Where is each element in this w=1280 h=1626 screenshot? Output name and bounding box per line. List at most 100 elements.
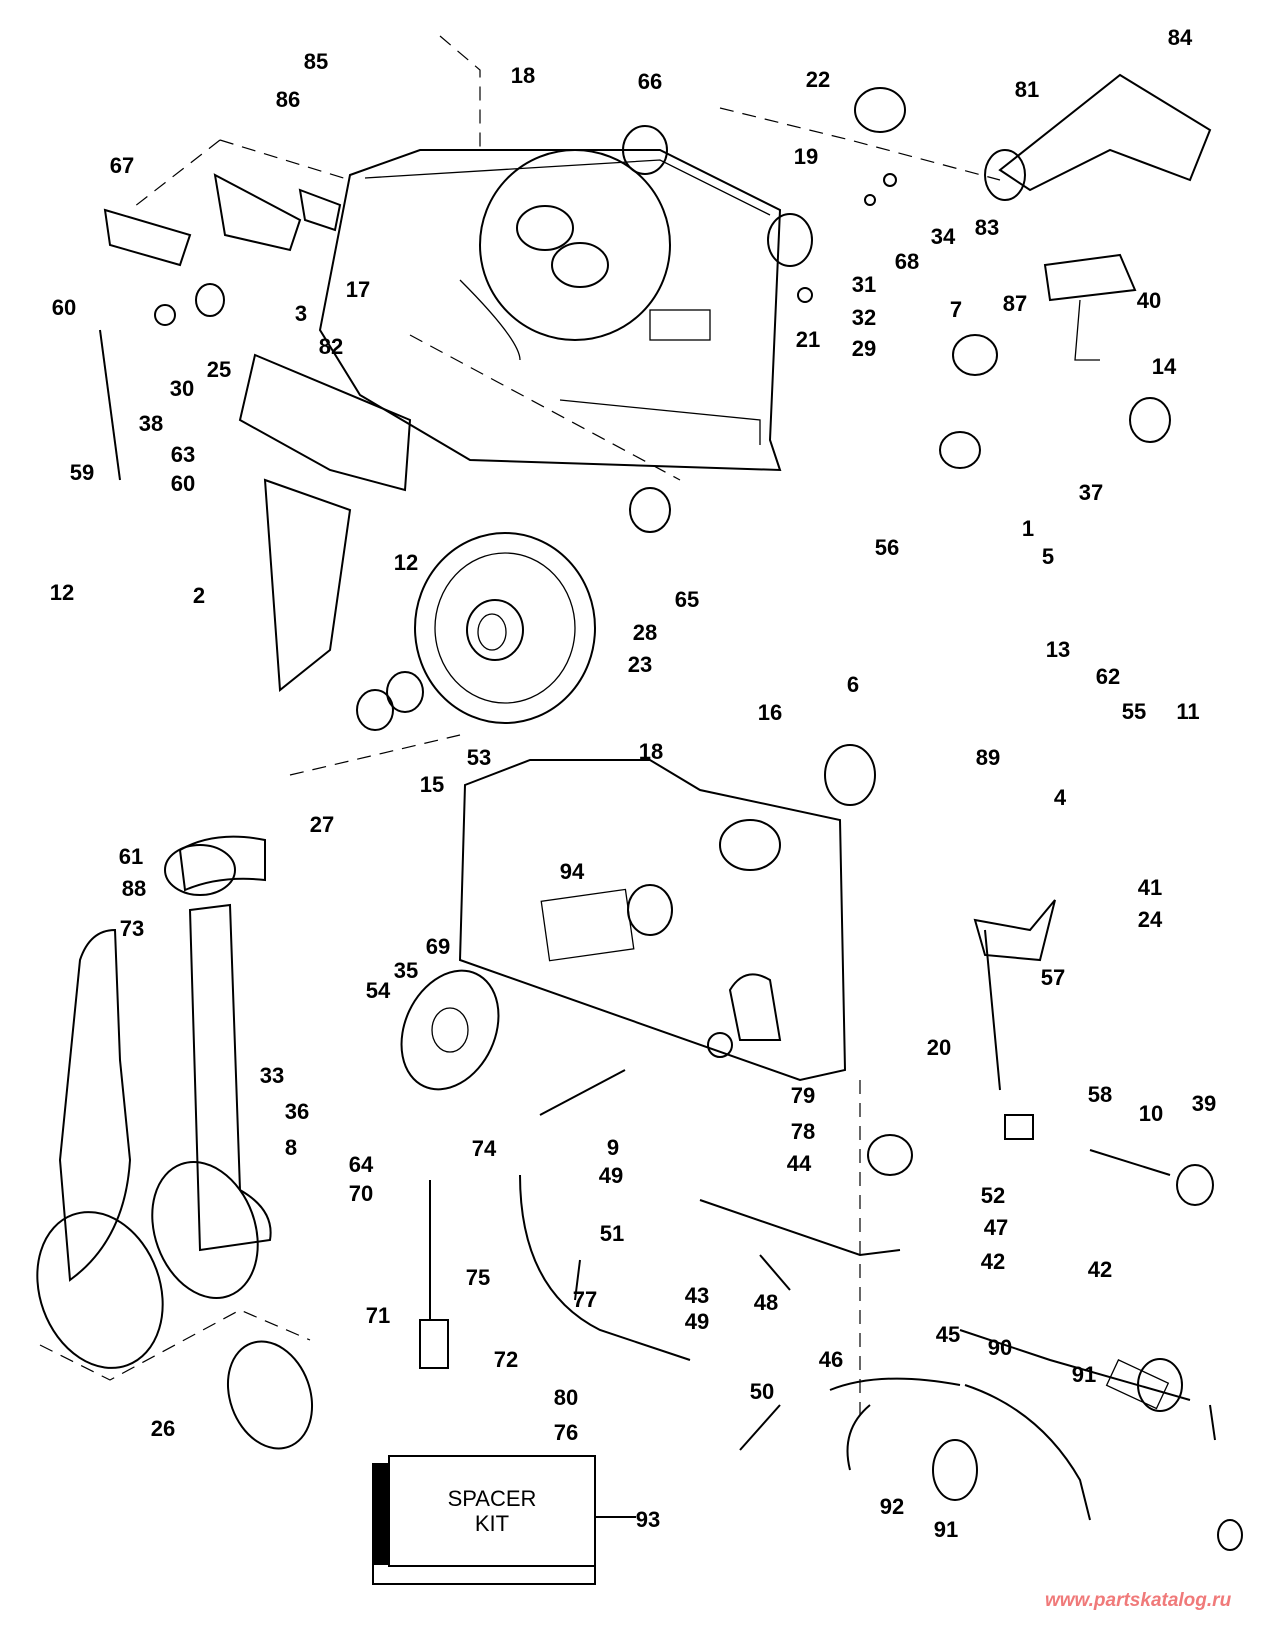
callout-24: 24: [1137, 907, 1163, 932]
callout-35: 35: [393, 958, 419, 983]
callout-72: 72: [493, 1347, 519, 1372]
callout-49: 49: [598, 1163, 624, 1188]
callout-56: 56: [874, 535, 900, 560]
callout-21: 21: [795, 327, 821, 352]
watermark-link[interactable]: www.partskatalog.ru: [1045, 1590, 1232, 1611]
callout-46: 46: [818, 1347, 844, 1372]
arm-and-bracket: [984, 73, 1212, 361]
callout-92: 92: [879, 1494, 905, 1519]
callout-48: 48: [753, 1290, 779, 1315]
spacer-kit-bottom: [372, 1565, 596, 1585]
callout-11: 11: [1176, 699, 1200, 724]
callout-18: 18: [638, 739, 664, 764]
spacer-kit-leader: [596, 1516, 636, 1518]
callout-13: 13: [1045, 637, 1071, 662]
callout-12: 12: [393, 550, 419, 575]
callout-36: 36: [284, 1099, 310, 1124]
small-parts: [99, 87, 1243, 1551]
callout-67: 67: [109, 153, 135, 178]
callout-74: 74: [471, 1136, 497, 1161]
callout-30: 30: [169, 376, 195, 401]
callout-49: 49: [684, 1309, 710, 1334]
callout-89: 89: [975, 745, 1001, 770]
spacer-kit-box: SPACER KIT: [372, 1455, 596, 1585]
lower-housing: [458, 759, 847, 1082]
callout-45: 45: [935, 1322, 961, 1347]
detent-plate: [400, 969, 500, 1091]
callout-69: 69: [425, 934, 451, 959]
callout-53: 53: [466, 745, 492, 770]
callout-23: 23: [627, 652, 653, 677]
callout-47: 47: [983, 1215, 1009, 1240]
callout-62: 62: [1095, 664, 1121, 689]
callout-27: 27: [309, 812, 335, 837]
callout-79: 79: [790, 1083, 816, 1108]
callout-66: 66: [637, 69, 663, 94]
callout-29: 29: [851, 336, 877, 361]
callout-19: 19: [793, 144, 819, 169]
callout-91: 91: [933, 1517, 959, 1542]
callout-10: 10: [1138, 1101, 1164, 1126]
callout-87: 87: [1002, 291, 1028, 316]
callout-60: 60: [170, 471, 196, 496]
callout-9: 9: [606, 1135, 620, 1160]
spacer-kit-line1: SPACER: [447, 1485, 537, 1511]
callout-44: 44: [786, 1151, 812, 1176]
callout-15: 15: [419, 772, 445, 797]
spacer-kit-front: SPACER KIT: [388, 1455, 596, 1567]
callout-38: 38: [138, 411, 164, 436]
callout-12: 12: [49, 580, 75, 605]
callout-76: 76: [553, 1420, 579, 1445]
callout-1: 1: [1021, 516, 1035, 541]
callout-70: 70: [348, 1181, 374, 1206]
callout-55: 55: [1121, 699, 1147, 724]
callout-63: 63: [170, 442, 196, 467]
callout-93: 93: [635, 1507, 661, 1532]
callout-86: 86: [275, 87, 301, 112]
callout-65: 65: [674, 587, 700, 612]
callout-84: 84: [1167, 25, 1193, 50]
callout-85: 85: [303, 49, 329, 74]
assembly-lines: [39, 35, 1001, 1420]
callout-59: 59: [69, 460, 95, 485]
upper-housing: [318, 149, 782, 472]
callout-68: 68: [894, 249, 920, 274]
callout-42: 42: [1087, 1257, 1113, 1282]
callout-20: 20: [926, 1035, 952, 1060]
callout-88: 88: [121, 876, 147, 901]
callout-2: 2: [192, 583, 206, 608]
callout-54: 54: [365, 978, 391, 1003]
callout-94: 94: [559, 859, 585, 884]
callout-58: 58: [1087, 1082, 1113, 1107]
callout-77: 77: [572, 1287, 598, 1312]
handles: [36, 835, 272, 1369]
callout-43: 43: [684, 1283, 710, 1308]
callout-37: 37: [1078, 480, 1104, 505]
callout-80: 80: [553, 1385, 579, 1410]
callout-39: 39: [1191, 1091, 1217, 1116]
callout-61: 61: [118, 844, 144, 869]
callout-90: 90: [987, 1335, 1013, 1360]
callout-41: 41: [1137, 875, 1163, 900]
spacer-kit-side: [372, 1463, 390, 1585]
callout-28: 28: [632, 620, 658, 645]
callout-82: 82: [318, 334, 344, 359]
callout-17: 17: [345, 277, 371, 302]
callout-5: 5: [1041, 544, 1055, 569]
callout-91: 91: [1071, 1362, 1097, 1387]
callout-3: 3: [294, 301, 308, 326]
callout-71: 71: [365, 1303, 391, 1328]
callout-64: 64: [348, 1152, 374, 1177]
callout-26: 26: [150, 1416, 176, 1441]
callout-40: 40: [1136, 288, 1162, 313]
callout-25: 25: [206, 357, 232, 382]
callout-18: 18: [510, 63, 536, 88]
callout-16: 16: [757, 700, 783, 725]
callout-78: 78: [790, 1119, 816, 1144]
callout-51: 51: [599, 1221, 625, 1246]
callout-33: 33: [259, 1063, 285, 1088]
callout-6: 6: [846, 672, 860, 697]
callout-81: 81: [1014, 77, 1040, 102]
